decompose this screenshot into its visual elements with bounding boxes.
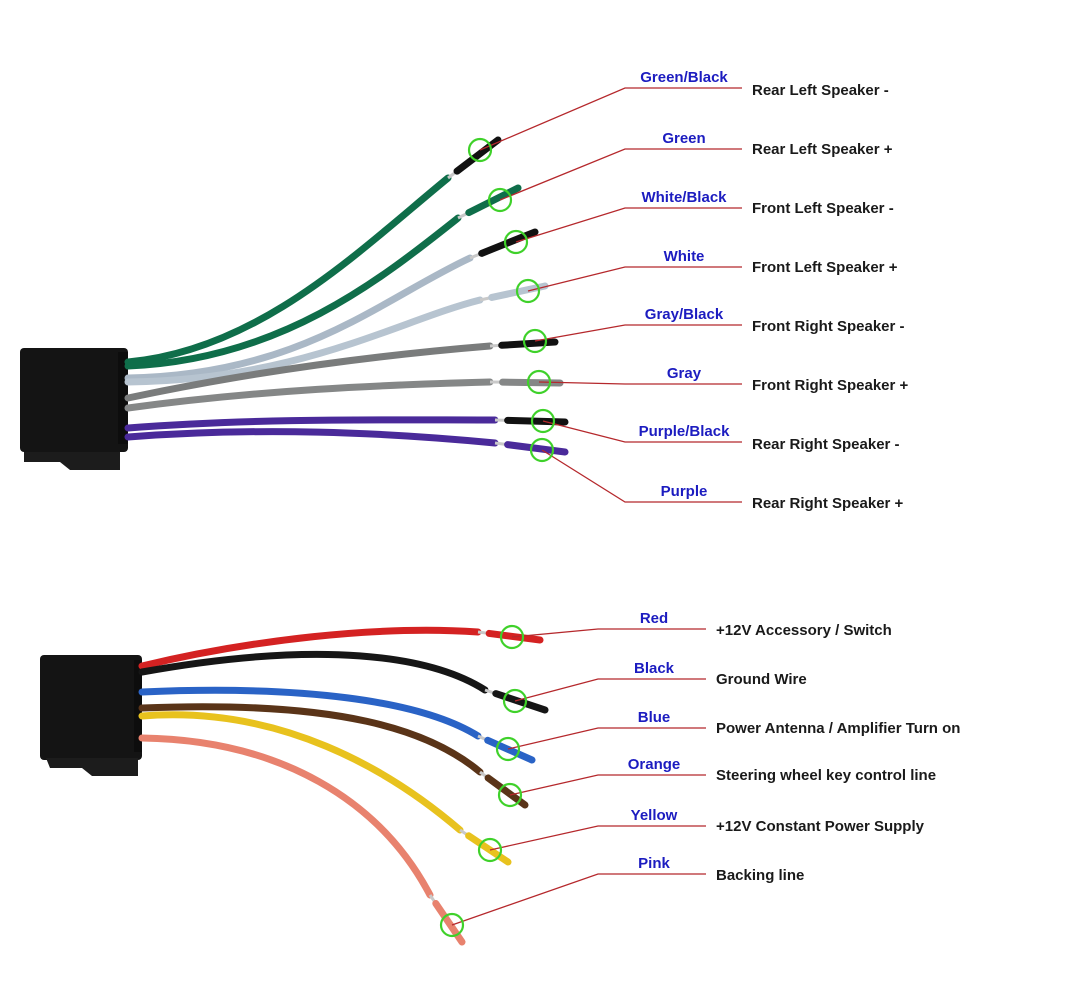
pink-wire	[138, 734, 434, 899]
gray-function-label: Front Right Speaker +	[752, 377, 909, 394]
pink-function-label: Backing line	[716, 867, 804, 884]
blue-leader-line	[507, 727, 706, 750]
yellow-leader-line	[489, 825, 706, 851]
blue-wire-end	[484, 736, 536, 764]
purple-marker-circle	[529, 437, 555, 463]
green-color-label: Green	[662, 130, 705, 147]
gray-black-color-label: Gray/Black	[645, 306, 724, 323]
gray-leader-line	[538, 381, 742, 385]
black-leader-line	[514, 678, 706, 702]
gray-marker-circle	[526, 369, 552, 395]
purple-black-color-label: Purple/Black	[639, 423, 731, 440]
gray-wire	[124, 378, 494, 412]
orange-wire	[138, 703, 484, 776]
white-function-label: Front Left Speaker +	[752, 259, 898, 276]
green-leader-line	[499, 148, 742, 201]
blue-marker-circle	[495, 736, 521, 762]
yellow-marker-circle	[477, 837, 503, 863]
purple-wire-end	[504, 441, 569, 456]
gray-black-function-label: Front Right Speaker -	[752, 318, 905, 335]
power-connector	[40, 655, 142, 776]
green-black-function-label: Rear Left Speaker -	[752, 82, 889, 99]
red-color-label: Red	[640, 610, 668, 627]
green-marker-circle	[487, 187, 513, 213]
blue-function-label: Power Antenna / Amplifier Turn on	[716, 720, 960, 737]
speaker-connector	[20, 348, 128, 470]
green-black-marker-circle	[467, 137, 493, 163]
gray-color-label: Gray	[667, 365, 702, 382]
purple-black-marker-circle	[530, 408, 556, 434]
purple-black-wire	[124, 416, 499, 432]
green-wire	[124, 214, 462, 370]
orange-function-label: Steering wheel key control line	[716, 767, 936, 784]
green-black-leader-line	[479, 87, 742, 151]
blue-wire	[138, 686, 482, 740]
yellow-wire	[138, 711, 464, 834]
red-function-label: +12V Accessory / Switch	[716, 622, 892, 639]
green-black-color-label: Green/Black	[640, 69, 728, 86]
white-black-function-label: Front Left Speaker -	[752, 200, 894, 217]
white-leader-line	[527, 266, 742, 292]
black-wire	[138, 650, 489, 694]
white-marker-circle	[515, 278, 541, 304]
pink-marker-circle	[439, 912, 465, 938]
black-marker-circle	[502, 688, 528, 714]
gray-black-marker-circle	[522, 328, 548, 354]
white-black-marker-circle	[503, 229, 529, 255]
pink-color-label: Pink	[638, 855, 670, 872]
pink-leader-line	[451, 873, 706, 926]
green-wire-end	[465, 184, 522, 217]
white-wire	[124, 296, 484, 386]
yellow-wire-end	[465, 832, 512, 866]
orange-color-label: Orange	[628, 756, 681, 773]
purple-function-label: Rear Right Speaker +	[752, 495, 904, 512]
white-black-wire	[124, 254, 474, 382]
red-wire	[138, 626, 482, 670]
green-function-label: Rear Left Speaker +	[752, 141, 893, 158]
gray-black-leader-line	[534, 324, 742, 342]
black-function-label: Ground Wire	[716, 671, 807, 688]
white-color-label: White	[664, 248, 705, 265]
white-wire-end	[488, 282, 549, 301]
purple-black-wire-end	[504, 416, 569, 426]
white-black-leader-line	[515, 207, 742, 243]
black-color-label: Black	[634, 660, 675, 677]
red-marker-circle	[499, 624, 525, 650]
purple-wire	[124, 428, 499, 447]
purple-black-function-label: Rear Right Speaker -	[752, 436, 900, 453]
white-black-color-label: White/Black	[641, 189, 727, 206]
purple-color-label: Purple	[661, 483, 708, 500]
purple-black-leader-line	[542, 420, 742, 443]
yellow-function-label: +12V Constant Power Supply	[716, 818, 925, 835]
gray-black-wire	[124, 342, 494, 402]
orange-marker-circle	[497, 782, 523, 808]
red-leader-line	[511, 628, 706, 638]
purple-leader-line	[541, 449, 742, 503]
blue-color-label: Blue	[638, 709, 671, 726]
green-black-wire	[124, 174, 452, 366]
orange-leader-line	[509, 774, 706, 796]
yellow-color-label: Yellow	[631, 807, 678, 824]
